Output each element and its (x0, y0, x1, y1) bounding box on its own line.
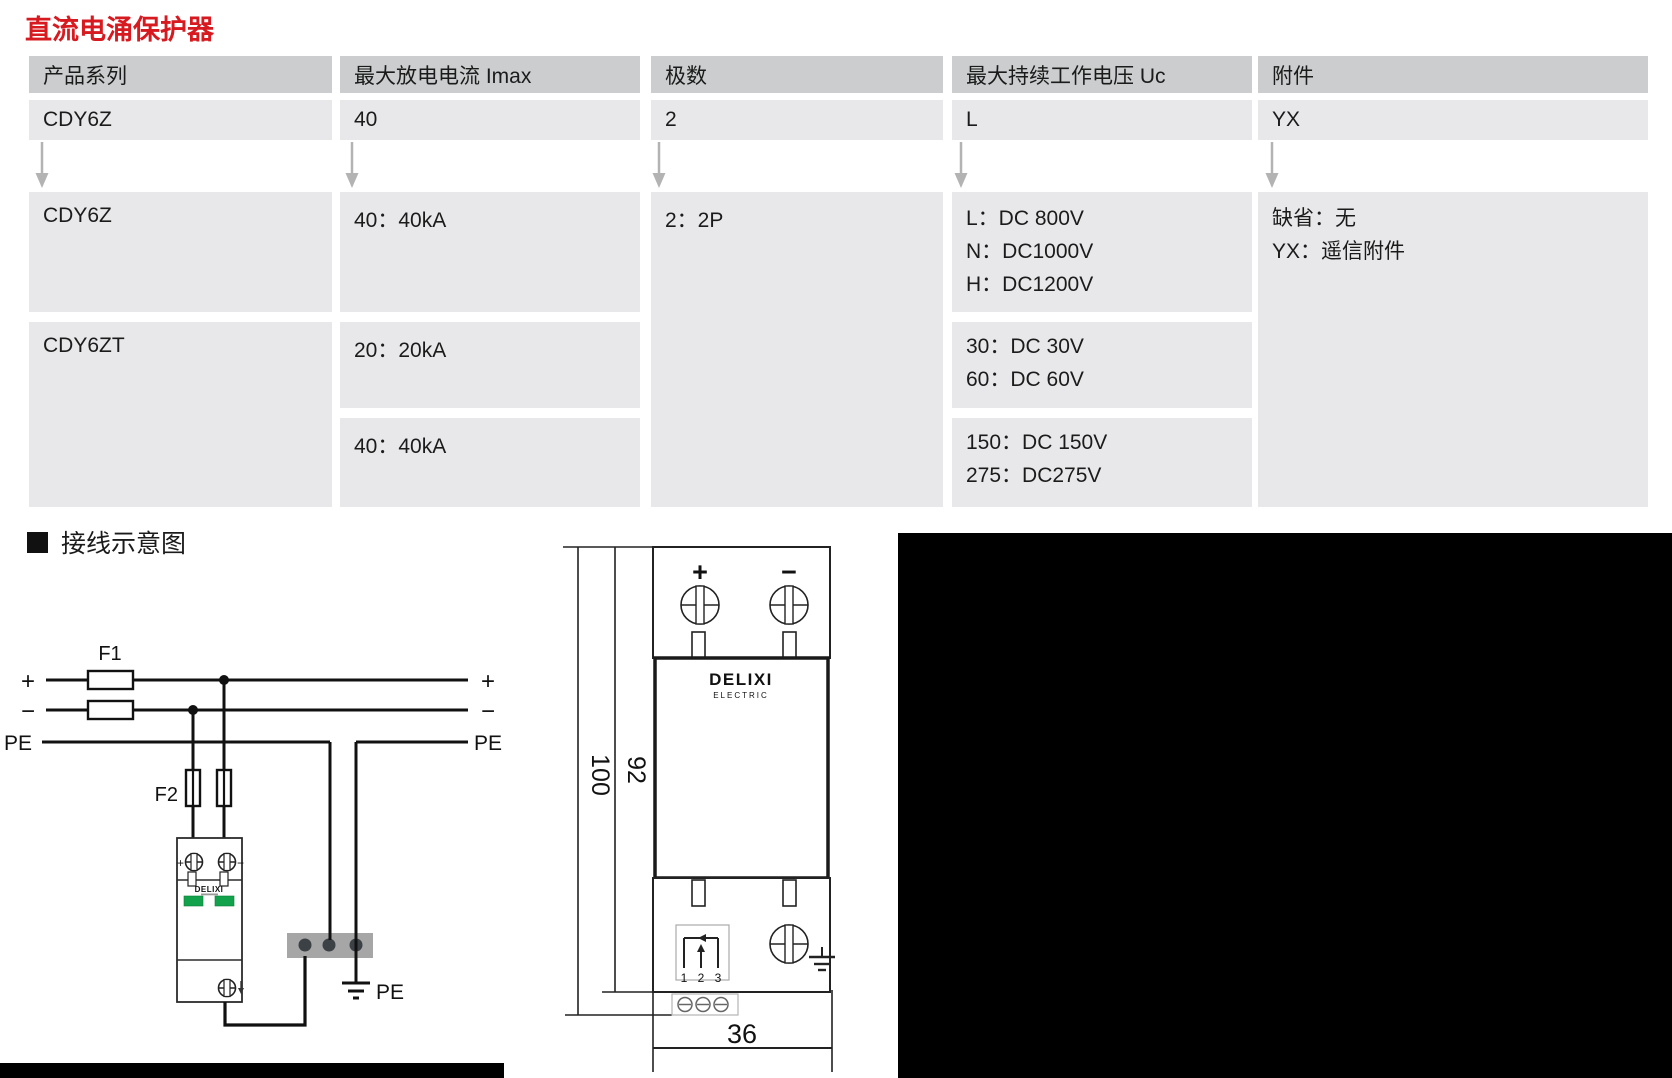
pin-3-label: 3 (715, 971, 722, 985)
wiring-heading-label: 接线示意图 (61, 530, 187, 558)
uc-option-30: 30：DC 30V (966, 335, 1084, 358)
pin-2-label: 2 (698, 971, 705, 985)
uc-option-60: 60：DC 60V (966, 368, 1084, 391)
clip-tab (219, 871, 229, 887)
fuse-f2-label: F2 (155, 784, 178, 806)
uc-option-150: 150：DC 150V (966, 431, 1108, 454)
clip-tab (691, 631, 706, 659)
screw-slot (223, 978, 231, 998)
screw-slot (223, 852, 231, 872)
dim-label-92: 92 (622, 756, 650, 784)
cell-uc-150-275: 150：DC 150V 275：DC275V (952, 418, 1252, 507)
down-arrow-icon (345, 142, 359, 188)
brand-sublabel: ELECTRIC (713, 691, 769, 700)
clip-tab (782, 879, 797, 907)
terminal-plus-label: + (692, 557, 708, 587)
clip-tab (782, 631, 797, 659)
dimension-drawing: 100 92 + − DELIXI ELECTRIC 1 2 3 36 (563, 546, 835, 1072)
redacted-black-region (898, 533, 1672, 1078)
redacted-black-strip (0, 1063, 504, 1078)
accessory-yx: YX：遥信附件 (1272, 240, 1406, 263)
code-cell-accessory: YX (1258, 100, 1648, 140)
screw-slot (695, 585, 705, 625)
cell-poles-2p: 2：2P (651, 192, 943, 507)
accessory-default: 缺省：无 (1272, 207, 1356, 230)
spd-ground-return-wire (223, 956, 307, 1027)
down-arrow-icon (652, 142, 666, 188)
clip-tab (691, 879, 706, 907)
ground-pe-label: PE (376, 981, 404, 1004)
table-header-product-series: 产品系列 (29, 56, 332, 93)
down-arrow-icon (35, 142, 49, 188)
square-bullet-icon (27, 531, 48, 553)
right-plus-label: + (481, 668, 495, 695)
code-cell-uc: L (952, 100, 1252, 140)
uc-option-n: N：DC1000V (966, 240, 1094, 263)
right-minus-label: − (481, 698, 495, 725)
table-header-poles: 极数 (651, 56, 943, 93)
table-header-accessory: 附件 (1258, 56, 1648, 93)
brand-logo: DELIXI (709, 670, 773, 689)
code-cell-imax: 40 (340, 100, 640, 140)
page-title: 直流电涌保护器 (25, 15, 214, 45)
status-window-green (214, 895, 235, 907)
left-plus-label: + (21, 668, 35, 695)
uc-option-h: H：DC1200V (966, 273, 1094, 296)
cell-series-cdy6zt: CDY6ZT (29, 322, 332, 507)
clip-tab (187, 871, 197, 887)
device-main-body (653, 656, 830, 880)
left-pe-label: PE (4, 732, 32, 755)
table-header-imax: 最大放电电流 Imax (340, 56, 640, 93)
screw-slot (784, 924, 794, 964)
wiring-section-heading: 接线示意图 (27, 524, 186, 560)
contact-arrow (698, 934, 706, 942)
fuse-f1-plus-icon (86, 669, 135, 691)
spd-plus-label: + (177, 856, 184, 870)
down-arrow-icon (954, 142, 968, 188)
code-cell-poles: 2 (651, 100, 943, 140)
cell-uc-30-60: 30：DC 30V 60：DC 60V (952, 322, 1252, 408)
screw-slot (784, 585, 794, 625)
uc-option-275: 275：DC275V (966, 464, 1102, 487)
right-pe-label: PE (474, 732, 502, 755)
busbar-dot (298, 938, 312, 952)
wiring-diagram: F1 + − PE + − PE F2 + − DELIXI PE (4, 643, 502, 1027)
down-arrow-small-icon (238, 988, 244, 994)
left-minus-label: − (21, 698, 35, 725)
dim-label-36: 36 (727, 1019, 757, 1049)
code-cell-series: CDY6Z (29, 100, 332, 140)
cell-imax-20ka: 20：20kA (340, 322, 640, 408)
cell-imax-40ka-r2: 40：40kA (340, 418, 640, 507)
dim-label-100: 100 (586, 754, 614, 796)
cell-imax-40ka-r1: 40：40kA (340, 192, 640, 312)
table-header-uc: 最大持续工作电压 Uc (952, 56, 1252, 93)
fuse-f1-minus-icon (86, 699, 135, 721)
contact-arrow (697, 944, 705, 952)
status-window-green (183, 895, 204, 907)
spd-brand-subline (201, 893, 218, 896)
cell-accessories: 缺省：无 YX：遥信附件 (1258, 192, 1648, 507)
pin-1-label: 1 (681, 971, 688, 985)
busbar-dot (322, 938, 336, 952)
uc-option-l: L：DC 800V (966, 207, 1084, 230)
down-arrow-icon (1265, 142, 1279, 188)
cell-uc-lnh: L：DC 800V N：DC1000V H：DC1200V (952, 192, 1252, 312)
cell-series-cdy6z: CDY6Z (29, 192, 332, 312)
screw-slot (190, 852, 198, 872)
terminal-minus-label: − (781, 557, 797, 587)
fuse-f1-label: F1 (98, 643, 121, 665)
spd-minus-label: − (237, 856, 244, 870)
spd-brand-label: DELIXI (195, 885, 224, 894)
